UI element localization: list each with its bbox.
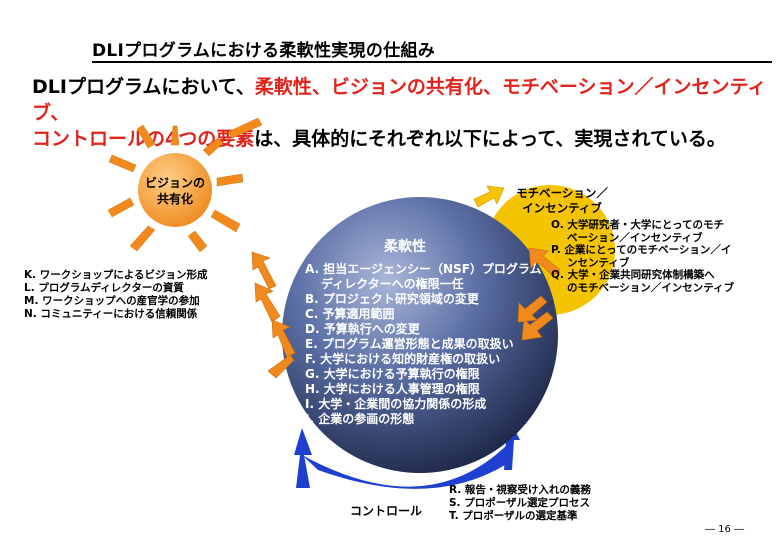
flexibility-sphere [282, 197, 558, 473]
sun-rays [107, 117, 263, 253]
page-number: ― 16 ― [705, 524, 745, 535]
sun-ray [227, 117, 263, 139]
sun-ray [107, 197, 135, 218]
sun-ray [129, 225, 156, 252]
vision-list: K. ワークショップによるビジョン形成 L. プログラムディレクターの資質 M.… [24, 269, 207, 321]
list-item: R. 報告・視察受け入れの義務 [449, 484, 591, 496]
list-item: L. プログラムディレクターの資質 [24, 282, 184, 294]
list-item: T. プロポーザルの選定基準 [449, 510, 578, 522]
sun-label-line1: ビジョンの [144, 176, 205, 190]
vision-arrow-3 [271, 319, 296, 358]
list-item: S. プロポーザル選定プロセス [449, 497, 590, 509]
list-item: ベーション／インセンティブ [567, 231, 703, 244]
list-item: G. 大学における予算執行の権限 [305, 367, 480, 381]
motivation-arrow-3 [517, 295, 548, 323]
vision-arrow-1 [251, 251, 277, 294]
sun-ray [210, 209, 241, 233]
motivation-list: O. 大学研究者・大学にとってのモチ ベーション／インセンティブ P. 企業にと… [551, 219, 734, 294]
motivation-title-line2: インセンティブ [522, 201, 602, 215]
list-item: I. 大学・企業間の協力関係の形成 [305, 397, 487, 411]
sun-circle [138, 153, 212, 227]
sun-ray [136, 124, 156, 149]
lead-text: DLIプログラムにおいて、柔軟性、ビジョンの共有化、モチベーション／インセンティ… [32, 74, 772, 152]
list-item: P. 企業にとってのモチベーション／イ [551, 244, 732, 256]
list-item: N. コミュニティーにおける信頼関係 [24, 308, 198, 320]
sun-ray [216, 173, 244, 187]
list-item: Q. 大学・企業共同研究体制構築へ [551, 269, 715, 281]
sun-ray [202, 137, 224, 157]
sun-ray [170, 125, 180, 146]
control-label: コントロール [350, 504, 423, 518]
list-item: F. 大学における知的財産権の取扱い [305, 352, 501, 366]
motivation-arrow-2 [521, 311, 554, 341]
motivation-arrow-1 [528, 247, 561, 277]
flexibility-title: 柔軟性 [384, 239, 426, 255]
list-item: A. 担当エージェンシー（NSF）プログラム [305, 262, 542, 276]
title-rule [92, 61, 772, 63]
list-item: B. プロジェクト研究領域の変更 [305, 292, 479, 306]
vision-arrows [251, 251, 296, 379]
page-title: DLIプログラムにおける柔軟性実現の仕組み [92, 41, 436, 61]
vision-arrow-4-stem [267, 354, 295, 379]
control-arrow-left [294, 428, 312, 455]
list-item: ディレクターへの権限一任 [321, 277, 464, 291]
list-item: D. 予算執行への変更 [305, 322, 420, 336]
list-item: C. 予算適用範囲 [305, 307, 395, 321]
list-item: のモチベーション／インセンティブ [567, 281, 735, 294]
list-item: M. ワークショップへの産官学の参加 [24, 295, 200, 307]
lead-plain-1: DLIプログラムにおいて、 [32, 76, 255, 98]
list-item: K. ワークショップによるビジョン形成 [24, 269, 208, 281]
control-arrow-right-stem [504, 440, 514, 470]
list-item: O. 大学研究者・大学にとってのモチ [551, 219, 724, 231]
vision-arrow-2 [254, 282, 281, 323]
flexibility-list: A. 担当エージェンシー（NSF）プログラム ディレクターへの権限一任 B. プ… [305, 262, 542, 427]
motivation-arrow-top [473, 185, 505, 208]
list-item: E. プログラム運営形態と成果の取扱い [305, 337, 514, 351]
sun-ray [187, 230, 208, 253]
control-arrow-left-stem [296, 455, 310, 488]
motivation-arrows [517, 247, 561, 341]
motivation-title: モチベーション／ インセンティブ [512, 186, 612, 216]
list-item: ンセンティブ [567, 256, 630, 269]
sun-ray [108, 154, 137, 173]
sun-label: ビジョンの 共有化 [138, 175, 212, 207]
list-item: J. 企業の参画の形態 [305, 412, 415, 426]
motivation-title-line1: モチベーション／ [516, 186, 608, 200]
control-list: R. 報告・視察受け入れの義務 S. プロポーザル選定プロセス T. プロポーザ… [449, 484, 591, 523]
lead-highlight-1: 柔軟性、ビジョンの共有化、モチベーション／インセンティブ、 [32, 76, 767, 124]
list-item: H. 大学における人事管理の権限 [305, 382, 480, 396]
sun-label-line2: 共有化 [156, 192, 193, 206]
lead-plain-2: は、具体的にそれぞれ以下によって、実現されている。 [254, 128, 726, 150]
